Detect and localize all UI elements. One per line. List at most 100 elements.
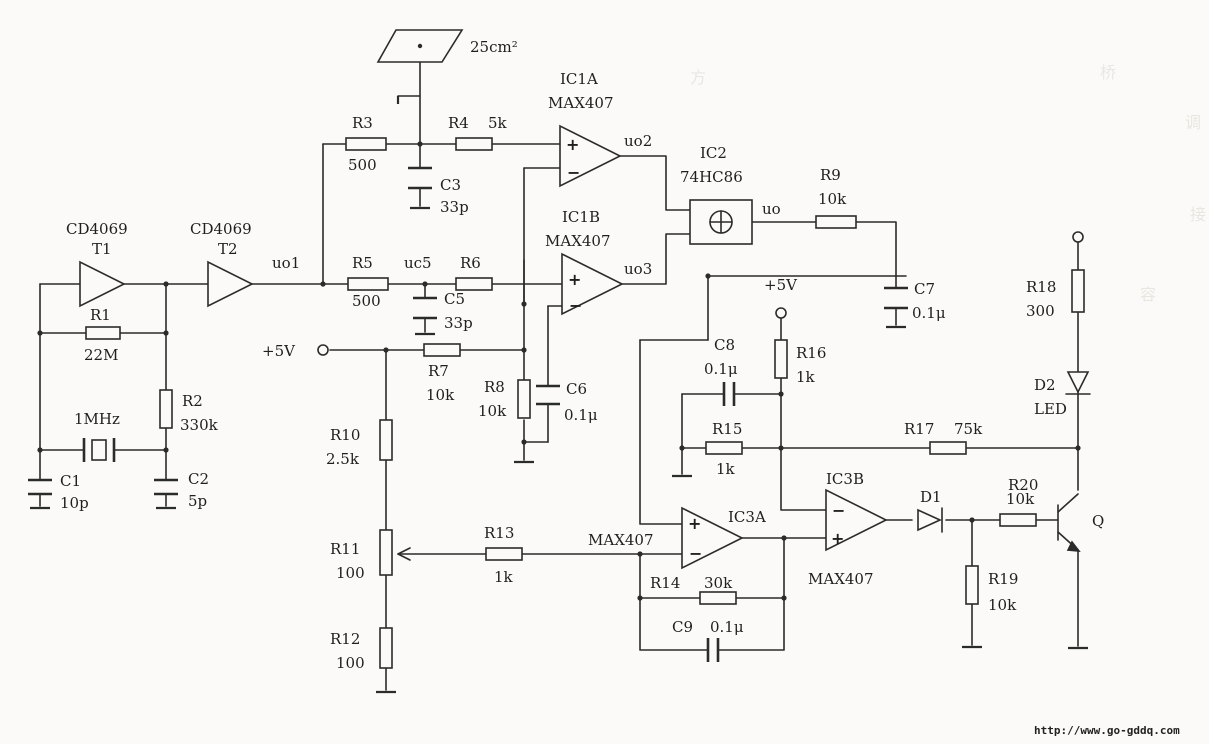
capacitor-c5: [413, 296, 437, 320]
svg-text:容: 容: [1140, 285, 1156, 304]
svg-text:−: −: [689, 544, 702, 563]
c8-ref: C8: [714, 336, 735, 354]
r2-value: 330k: [180, 416, 219, 434]
svg-text:+: +: [568, 270, 581, 289]
ic2-model-label: 74HC86: [680, 168, 743, 186]
r15-value: 1k: [716, 460, 736, 478]
transistor-q: Q: [1066, 512, 1104, 552]
r19-value: 10k: [988, 596, 1017, 614]
crystal-1mhz: 1MHz: [74, 410, 120, 462]
resistor-r10: [379, 419, 393, 461]
crystal-label: 1MHz: [74, 410, 120, 428]
net-uc5: uc5: [404, 254, 432, 272]
wires: [39, 49, 1079, 691]
ic1a-ref-label: IC1A: [560, 70, 598, 88]
d2-ref-label: D2: [1034, 376, 1056, 394]
c2-ref: C2: [188, 470, 209, 488]
capacitor-c6: [536, 384, 560, 406]
svg-text:−: −: [832, 501, 845, 520]
opamp-ic1b: + − IC1B MAX407: [545, 208, 624, 316]
opamp-ic3a: + − IC3A MAX407: [588, 506, 766, 570]
d1-ref-label: D1: [920, 488, 942, 506]
t1-ref-label: T1: [92, 240, 112, 258]
resistor-r8: [517, 379, 531, 419]
svg-text:桥: 桥: [1100, 63, 1116, 82]
sensor-plate: 25cm²: [376, 29, 518, 63]
ic1a-model-label: MAX407: [548, 94, 614, 112]
opamp-ic1a: + − IC1A MAX407: [548, 70, 622, 188]
component-labels: R1 22M R2 330k C1 10p C2 5p R3 500 R4 5k…: [60, 114, 1056, 672]
r4-value: 5k: [488, 114, 508, 132]
resistor-r5: [347, 277, 389, 291]
ic3b-ref-label: IC3B: [826, 470, 864, 488]
ic3a-ref-label: IC3A: [728, 508, 766, 526]
r18-ref: R18: [1026, 278, 1056, 296]
buffer-t1: CD4069 T1: [66, 220, 128, 308]
t1-model-label: CD4069: [66, 220, 128, 238]
r3-ref: R3: [352, 114, 373, 132]
led-d2: D2 LED: [1034, 371, 1091, 418]
r1-value: 22M: [84, 346, 118, 364]
r16-value: 1k: [796, 368, 816, 386]
svg-text:−: −: [567, 163, 580, 182]
svg-text:+: +: [566, 135, 579, 154]
r14-value: 30k: [704, 574, 733, 592]
c3-ref: C3: [440, 176, 461, 194]
resistor-r13: [485, 547, 523, 561]
d2-type-label: LED: [1034, 400, 1067, 418]
r15-ref: R15: [712, 420, 742, 438]
capacitors: [28, 166, 908, 662]
xor-gate-ic2: IC2 74HC86: [680, 144, 753, 245]
r8-value: 10k: [478, 402, 507, 420]
r7-value: 10k: [426, 386, 455, 404]
r11-value: 100: [336, 564, 365, 582]
ic1b-ref-label: IC1B: [562, 208, 600, 226]
c9-value: 0.1μ: [710, 618, 744, 636]
resistor-r6: [455, 277, 493, 291]
resistor-r9: [815, 215, 857, 229]
net-uo3: uo3: [624, 260, 652, 278]
resistor-r17: [929, 441, 967, 455]
resistor-r14: [699, 591, 737, 605]
svg-text:方: 方: [690, 68, 706, 87]
resistor-r16: [774, 339, 788, 379]
r20-value: 10k: [1006, 490, 1035, 508]
resistor-r2: [159, 389, 173, 429]
terminals: [317, 231, 1084, 356]
c5-ref: C5: [444, 290, 465, 308]
c5-value: 33p: [444, 314, 473, 332]
capacitor-c1: [28, 478, 52, 496]
resistor-r20: [999, 513, 1037, 527]
resistor-r3: [345, 137, 387, 151]
r10-value: 2.5k: [326, 450, 360, 468]
t2-model-label: CD4069: [190, 220, 252, 238]
c6-ref: C6: [566, 380, 587, 398]
r5-ref: R5: [352, 254, 373, 272]
capacitor-c2: [154, 478, 178, 496]
r12-ref: R12: [330, 630, 360, 648]
q-ref-label: Q: [1092, 512, 1104, 530]
svg-text:调: 调: [1185, 113, 1201, 132]
net-uo2: uo2: [624, 132, 652, 150]
resistor-r11: [379, 529, 393, 576]
capacitor-c8: [722, 382, 736, 406]
r11-ref: R11: [330, 540, 360, 558]
junction-dots: [37, 141, 1081, 601]
c9-ref: C9: [672, 618, 693, 636]
r6-ref: R6: [460, 254, 481, 272]
r18-value: 300: [1026, 302, 1055, 320]
c7-ref: C7: [914, 280, 935, 298]
r5-value: 500: [352, 292, 381, 310]
background-bleed: 桥 调 接 方 容: [690, 63, 1206, 304]
ic3a-model-label: MAX407: [588, 531, 654, 549]
c2-value: 5p: [188, 492, 207, 510]
resistor-r15: [705, 441, 743, 455]
opamp-ic3b: − + IC3B MAX407: [808, 470, 888, 588]
vcc1-label: +5V: [262, 342, 296, 360]
r1-ref: R1: [90, 306, 111, 324]
plate-area-label: 25cm²: [470, 38, 518, 56]
c1-value: 10p: [60, 494, 89, 512]
net-uo1: uo1: [272, 254, 300, 272]
r12-value: 100: [336, 654, 365, 672]
